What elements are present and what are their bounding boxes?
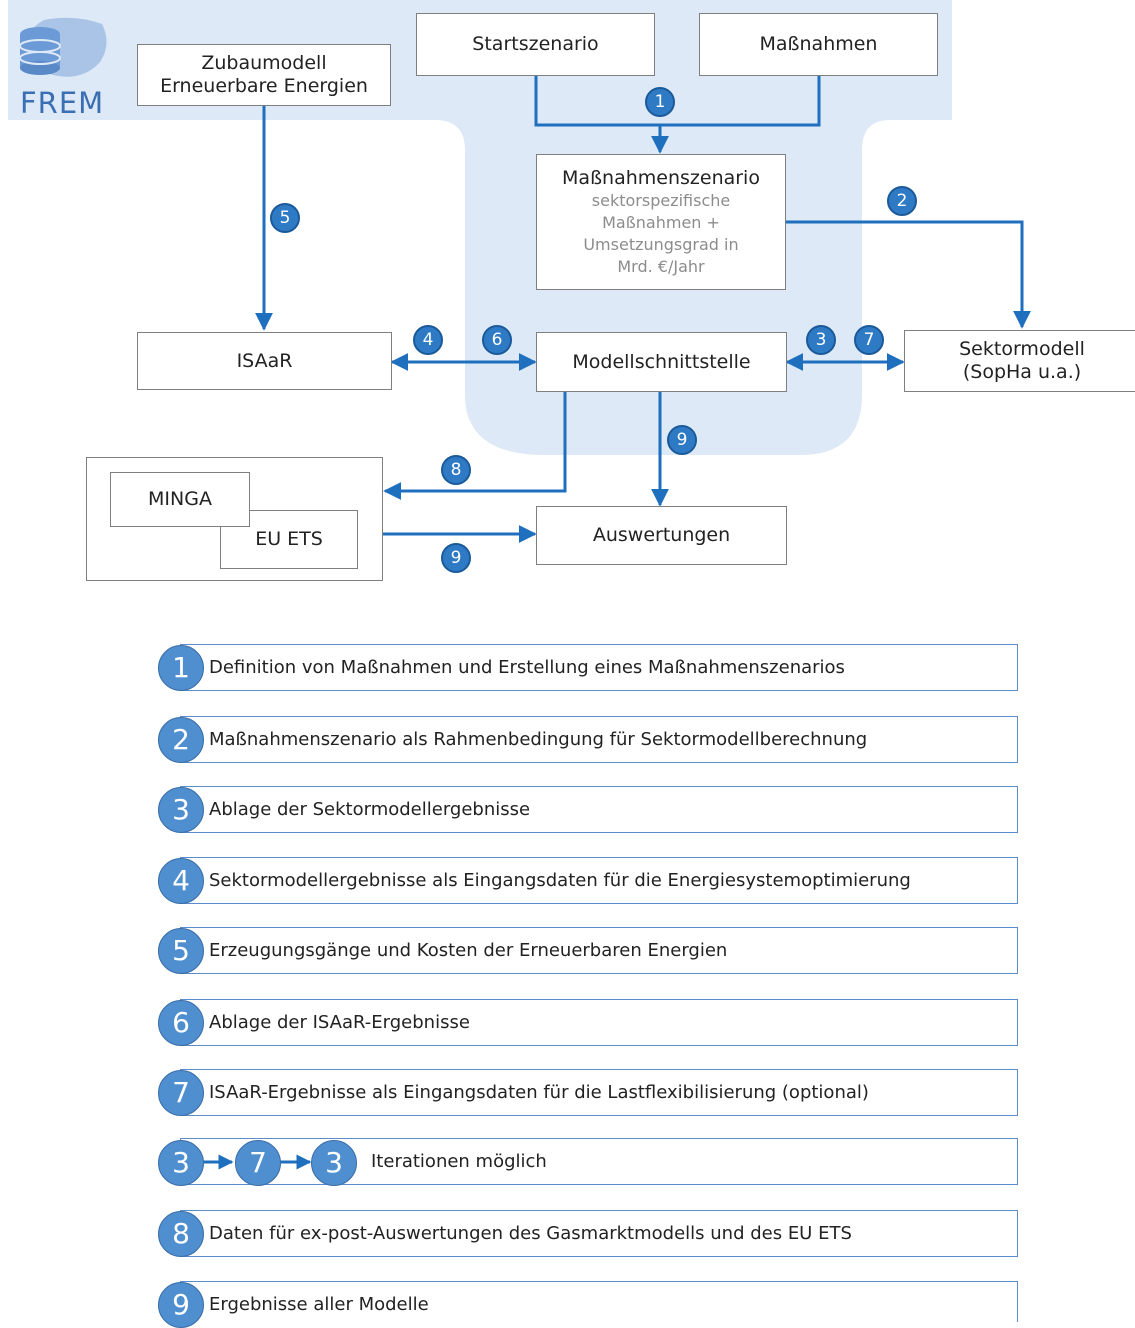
auswertungen-label: Auswertungen — [592, 524, 731, 546]
step-badge-6: 6 — [482, 325, 512, 355]
legend-num-iter-a: 3 — [158, 1140, 204, 1186]
legend-text-5: Erzeugungsgänge und Kosten der Erneuerba… — [209, 940, 728, 961]
legend-text-3: Ablage der Sektormodellergebnisse — [209, 799, 531, 820]
legend-num-6: 6 — [158, 1000, 204, 1046]
frem-logo-icon — [19, 17, 107, 77]
sektormodell-label-line2: (SopHa u.a.) — [962, 361, 1082, 383]
startszenario-box: Startszenario — [416, 13, 655, 76]
diagram-connectors — [255, 76, 1031, 543]
legend-text-8: Daten für ex-post-Auswertungen des Gasma… — [209, 1223, 852, 1244]
legend-num-4: 4 — [158, 858, 204, 904]
legend-text-6: Ablage der ISAaR-Ergebnisse — [209, 1012, 470, 1033]
legend-row-5: Erzeugungsgänge und Kosten der Erneuerba… — [180, 927, 1018, 974]
massnahmenszenario-sub2: Maßnahmen + — [602, 212, 720, 232]
massnahmenszenario-sub4: Mrd. €/Jahr — [617, 256, 705, 276]
legend-num-5: 5 — [158, 928, 204, 974]
legend-row-1: Definition von Maßnahmen und Erstellung … — [180, 644, 1018, 691]
legend-row-8: Daten für ex-post-Auswertungen des Gasma… — [180, 1210, 1018, 1257]
isaar-label: ISAaR — [236, 349, 293, 372]
zubaumodell-box: Zubaumodell Erneuerbare Energien — [137, 44, 391, 106]
legend-num-iter-b: 7 — [235, 1140, 281, 1186]
minga-label: MINGA — [148, 488, 212, 510]
massnahmen-box: Maßnahmen — [699, 13, 938, 76]
step-badge-4: 4 — [413, 325, 443, 355]
massnahmenszenario-sub3: Umsetzungsgrad in — [583, 234, 739, 254]
startszenario-label: Startszenario — [472, 33, 599, 55]
massnahmen-label: Maßnahmen — [759, 33, 878, 55]
legend-text-1: Definition von Maßnahmen und Erstellung … — [209, 657, 845, 678]
legend-num-2: 2 — [158, 717, 204, 763]
legend-row-3: Ablage der Sektormodellergebnisse — [180, 786, 1018, 833]
auswertungen-box: Auswertungen — [536, 506, 787, 565]
legend-num-iter-c: 3 — [311, 1140, 357, 1186]
sektormodell-box: Sektormodell (SopHa u.a.) — [904, 330, 1135, 392]
legend-row-9: Ergebnisse aller Modelle — [180, 1281, 1018, 1322]
eu-ets-label: EU ETS — [255, 528, 323, 550]
step-badge-9-top: 9 — [667, 425, 697, 455]
step-badge-9-bottom: 9 — [441, 543, 471, 573]
legend-num-9: 9 — [158, 1282, 204, 1328]
legend-text-2: Maßnahmenszenario als Rahmenbedingung fü… — [209, 729, 868, 750]
step-badge-5: 5 — [270, 203, 300, 233]
legend-text-4: Sektormodellergebnisse als Eingangsdaten… — [209, 870, 911, 891]
minga-box: MINGA — [110, 472, 250, 527]
step-badge-7: 7 — [854, 325, 884, 355]
step-badge-2: 2 — [887, 186, 917, 216]
isaar-box: ISAaR — [137, 332, 392, 390]
legend-text-7: ISAaR-Ergebnisse als Eingangsdaten für d… — [209, 1082, 869, 1103]
massnahmenszenario-title: Maßnahmenszenario — [562, 166, 760, 189]
step-badge-8: 8 — [441, 455, 471, 485]
step-badge-1: 1 — [645, 87, 675, 117]
step-badge-3: 3 — [806, 325, 836, 355]
iteration-arrows — [200, 1154, 312, 1170]
legend-num-3: 3 — [158, 787, 204, 833]
legend-text-iterations: Iterationen möglich — [371, 1151, 547, 1172]
zubaumodell-label-line2: Erneuerbare Energien — [160, 75, 368, 97]
modellschnittstelle-label: Modellschnittstelle — [572, 350, 751, 373]
massnahmenszenario-box: Maßnahmenszenario sektorspezifische Maßn… — [536, 154, 786, 290]
legend-num-8: 8 — [158, 1211, 204, 1257]
legend-num-7: 7 — [158, 1070, 204, 1116]
legend-text-9: Ergebnisse aller Modelle — [209, 1294, 429, 1315]
sektormodell-label-line1: Sektormodell — [959, 338, 1085, 360]
legend-row-6: Ablage der ISAaR-Ergebnisse — [180, 999, 1018, 1046]
legend-num-1: 1 — [158, 645, 204, 691]
modellschnittstelle-box: Modellschnittstelle — [536, 332, 787, 392]
zubaumodell-label-line1: Zubaumodell — [201, 52, 327, 74]
massnahmenszenario-sub1: sektorspezifische — [591, 190, 731, 210]
legend-row-2: Maßnahmenszenario als Rahmenbedingung fü… — [180, 716, 1018, 763]
legend-row-4: Sektormodellergebnisse als Eingangsdaten… — [180, 857, 1018, 904]
frem-logo-text: FREM — [20, 86, 105, 120]
legend-row-7: ISAaR-Ergebnisse als Eingangsdaten für d… — [180, 1069, 1018, 1116]
